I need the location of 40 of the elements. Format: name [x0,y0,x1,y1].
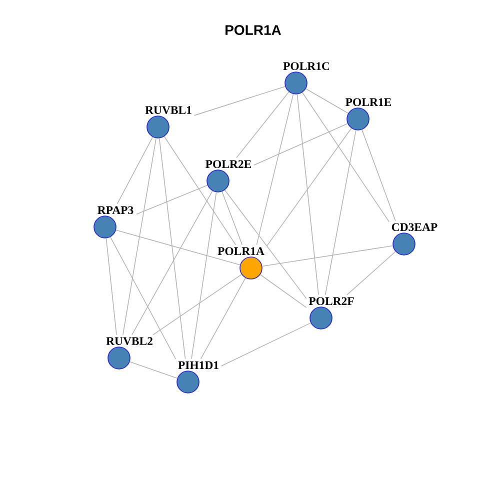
connector-line [254,123,348,166]
connector-line [260,274,307,308]
connector-line [324,130,356,296]
connector-line [116,230,240,266]
connector-line [110,236,176,360]
title: POLR1A [226,25,281,35]
connector-line [122,138,156,336]
node-label: RPAP3 [98,206,134,214]
connector-line [194,86,286,116]
node-label: POLR1C [283,62,330,70]
connector-line [266,128,352,246]
connector-line [158,138,186,360]
connector-line [236,92,290,158]
connector-line [296,94,319,296]
connector-line [302,92,390,222]
connector-line [136,184,208,215]
connector-line [129,361,178,379]
connector-line [164,136,236,246]
connector-line [222,191,243,246]
connector-line [191,192,217,360]
node-label: POLR2E [206,160,252,168]
connector-line [200,278,246,360]
node-label: CD3EAP [392,223,438,232]
node-label: RUVBL2 [106,337,152,346]
node-label: RUVBL1 [145,106,192,114]
node-label: POLR1A [218,247,264,256]
connector-line [132,190,213,336]
connector-line [220,322,312,366]
connector-line [305,88,349,114]
node-label: POLR1E [346,98,392,106]
connector-line [362,129,396,222]
node-label: PIH1D1 [178,361,218,370]
connector-line [106,238,117,336]
connector-line [256,94,294,246]
connector-line [224,190,307,299]
node-label: POLR2F [308,297,354,306]
connector-line [346,251,396,296]
connector-line [116,136,154,204]
connector-line [262,245,394,267]
connector-line [152,274,242,336]
